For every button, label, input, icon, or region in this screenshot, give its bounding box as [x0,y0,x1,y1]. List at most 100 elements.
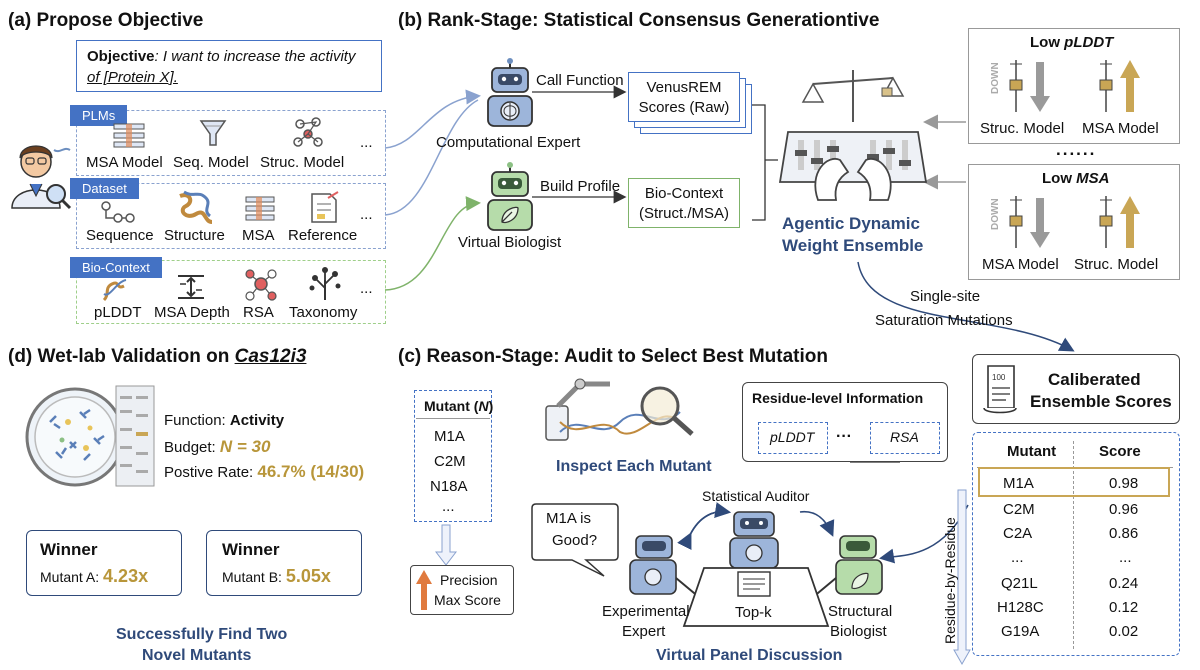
table-column-divider [1073,441,1074,649]
precision-box [410,565,514,615]
rate-label: Postive Rate: [164,464,258,481]
down-text-2: DOWN [990,198,1001,230]
structural-biologist-line-1: Structural [828,603,893,620]
biocontext-item-msa-depth: MSA Depth [154,304,230,321]
build-profile-label: Build Profile [540,178,621,195]
function-value: Activity [229,412,285,429]
mutant-list-header: Mutant (N) [424,398,493,414]
plddt-box [758,422,828,454]
table-row: C2M 0.96 [973,495,1183,525]
call-function-label: Call Function [536,72,624,89]
panel-discussion-icon [629,511,883,627]
table-row: G19A 0.02 [973,617,1183,647]
row-mutant: H128C [997,599,1044,616]
budget-line: Budget: N = 30 [164,437,270,457]
struc-model-icon [293,117,323,147]
low-msa-panel [968,164,1180,280]
objective-box: Objective: I want to increase the activi… [76,40,382,92]
biocontext-item-plddt: pLDDT [94,304,142,321]
ensemble-label-2: Weight Ensemble [782,236,924,255]
table-row: M1A 0.98 [973,469,1183,499]
scroll-icon-text: 100 [992,373,1006,382]
sequence-icon [101,201,135,223]
winner-a-value: 4.23x [103,566,149,586]
dataset-ellipsis: ... [360,206,373,223]
objective-text-1: : I want to increase the activity [154,48,356,65]
dataset-item-sequence: Sequence [86,227,154,244]
statistical-auditor-label: Statistical Auditor [702,488,810,504]
row-score: 0.96 [1109,501,1139,518]
structural-biologist-line-2: Biologist [830,623,887,640]
speech-bubble-icon [531,503,619,577]
dataset-tag: Dataset [70,178,139,199]
virtual-biologist-robot-icon [487,162,533,231]
mutant-list-divider [416,418,490,419]
mutant-header-n: N [478,398,489,414]
function-label: Function: [164,412,230,429]
experimental-expert-line-2: Expert [622,623,666,640]
plms-group [76,110,386,176]
low-msa-title: Low MSA [1042,170,1110,187]
row-mutant: C2M [1003,501,1035,518]
rate-line: Postive Rate: 46.7% (14/30) [164,462,364,482]
row-score: 0.98 [1109,475,1139,492]
speech-line-1: M1A is [546,510,592,527]
panels-dots: ...... [1056,140,1097,159]
plms-item-seq-model: Seq. Model [173,154,249,171]
ensemble-label-1: Agentic Dynamic [782,214,920,233]
score-table-header: Mutant Score [973,437,1183,467]
seq-model-icon [199,120,227,146]
single-site-label: Single-site [910,288,981,305]
table-row: Q21L 0.24 [973,569,1183,599]
biocontext-group [76,260,386,324]
low-plddt-em: pLDDT [1064,34,1114,51]
top-row-highlight [978,467,1170,497]
panel-discussion-label: Virtual Panel Discussion [656,647,843,664]
winner-b-label: Mutant B: [222,569,286,585]
row-score: 0.12 [1109,599,1139,616]
precision-line-1: Precision [440,572,498,588]
mutant-list-item: N18A [430,478,468,495]
row-mutant: G19A [1001,623,1040,640]
reference-icon [311,191,339,223]
plms-item-msa-model: MSA Model [86,154,163,171]
calibrated-line-1: Caliberated [1048,370,1141,389]
low-plddt-panel [968,28,1180,144]
up-arrow-icon [416,570,432,610]
winner-a-box [26,530,182,596]
plms-item-struc-model: Struc. Model [260,154,345,171]
panel2-right-label: Struc. Model [1074,256,1159,273]
mutant-list-item: M1A [434,428,465,445]
dataset-item-msa: MSA [242,227,275,244]
saturation-label: Saturation Mutations [875,312,1013,329]
slider-down-icon: DOWN [990,196,1050,248]
panel-c-title: (c) Reason-Stage: Audit to Select Best M… [398,346,828,367]
winner-a-label: Mutant A: [40,569,104,585]
msa-model-icon-graphic [113,123,145,148]
rsa-icon [245,269,277,301]
panel-b-title: (b) Rank-Stage: Statistical Consensus Ge… [398,10,880,31]
mutant-list-item: C2M [434,453,466,470]
calibrated-scores-box [972,354,1180,424]
summary-line-2: Novel Mutants [142,647,252,664]
biocontext-profile-line-2: (Struct./MSA) [638,205,729,222]
biocontext-tag: Bio-Context [70,257,162,278]
biocontext-ellipsis: ... [360,280,373,297]
down-text-1: DOWN [990,62,1001,94]
venusrem-box: VenusREM Scores (Raw) [628,72,740,122]
computational-expert-robot-icon [487,58,533,127]
table-row: H128C 0.12 [973,593,1183,623]
winner-a-line: Mutant A: 4.23x [40,566,148,587]
mutant-header-suffix: ) [488,398,494,414]
residue-by-residue-label: Residue-by-Residue [942,517,958,644]
plddt-label: pLDDT [770,429,815,445]
panel-a-title: (a) Propose Objective [8,10,204,31]
row-mutant: ... [1011,549,1024,566]
mutant-list-box [414,390,492,522]
rsa-label: RSA [890,429,919,445]
plms-ellipsis: ... [360,134,373,151]
biocontext-item-taxonomy: Taxonomy [289,304,358,321]
plms-tag: PLMs [70,105,128,126]
slider-up-icon [1099,60,1140,112]
